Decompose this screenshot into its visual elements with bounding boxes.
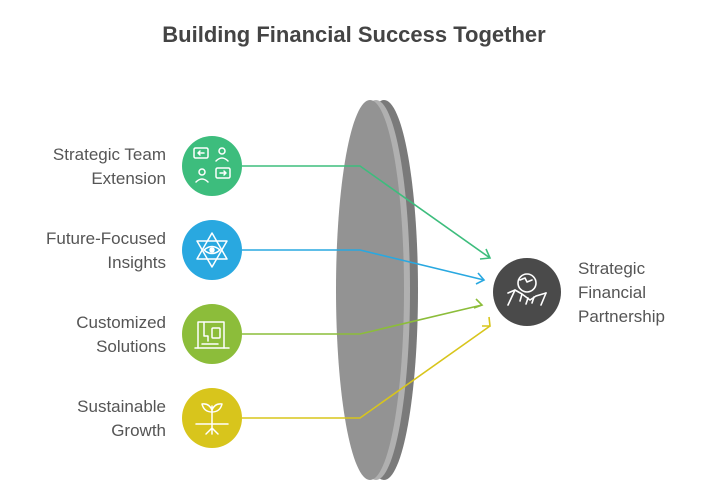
star-eye-icon [196, 232, 228, 268]
label-line: Solutions [96, 337, 166, 356]
arrowhead-future-insights [475, 272, 486, 285]
label-line: Financial [578, 283, 647, 302]
label-line: Sustainable [77, 397, 166, 416]
node-customized-solutions [182, 304, 242, 364]
arrowhead-team-extension [479, 248, 492, 260]
team-exchange-icon [193, 147, 231, 183]
label-customized-solutions: Customized Solutions [6, 311, 166, 359]
label-future-insights: Future-Focused Insights [6, 227, 166, 275]
node-future-insights [182, 220, 242, 280]
label-sustainable-growth: Sustainable Growth [6, 395, 166, 443]
label-line: Partnership [578, 307, 665, 326]
label-team-extension: Strategic Team Extension [6, 143, 166, 191]
connector-team-extension [242, 165, 491, 259]
lens [336, 100, 418, 480]
label-line: Insights [107, 253, 166, 272]
sewing-machine-icon [194, 321, 230, 349]
label-strategic-partnership: Strategic Financial Partnership [578, 257, 703, 329]
label-line: Strategic [578, 259, 646, 278]
node-sustainable-growth [182, 388, 242, 448]
label-line: Future-Focused [46, 229, 166, 248]
connector-future-insights [242, 249, 485, 281]
connector-customized-solutions [242, 304, 483, 335]
arrowhead-sustainable-growth [482, 316, 491, 327]
connector-sustainable-growth [242, 325, 491, 419]
node-team-extension [182, 136, 242, 196]
arrowhead-customized-solutions [473, 298, 484, 309]
label-line: Growth [111, 421, 166, 440]
handshake-globe-icon [507, 273, 547, 306]
diagram-title: Building Financial Success Together [162, 22, 546, 47]
label-line: Customized [76, 313, 166, 332]
label-line: Extension [91, 169, 166, 188]
label-line: Strategic Team [52, 145, 166, 164]
sprout-icon [195, 403, 229, 435]
node-strategic-partnership [493, 258, 561, 326]
